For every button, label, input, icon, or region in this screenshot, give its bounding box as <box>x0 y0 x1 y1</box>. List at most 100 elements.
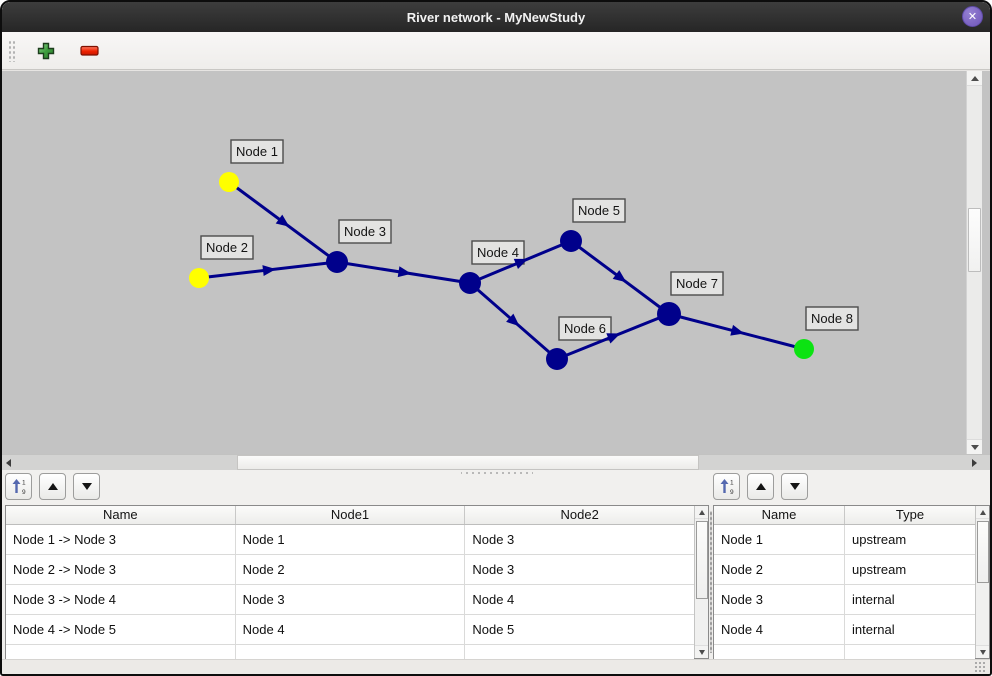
scroll-left-button[interactable] <box>2 455 14 470</box>
node-label[interactable]: Node 5 <box>572 198 626 223</box>
node-label[interactable]: Node 8 <box>805 306 859 331</box>
column-header[interactable]: Type <box>895 507 925 522</box>
node-label[interactable]: Node 7 <box>670 271 724 296</box>
vertical-scrollbar-thumb[interactable] <box>968 208 981 272</box>
pane-splitter-handle[interactable] <box>461 471 533 475</box>
nodes-move-down-button[interactable] <box>781 473 808 500</box>
nodes-table-scrollbar[interactable] <box>975 506 989 658</box>
table-cell[interactable]: Node 4 <box>472 592 515 607</box>
scroll-up-button[interactable] <box>976 506 989 519</box>
table-cell[interactable]: Node 2 -> Node 3 <box>6 555 236 584</box>
edge-arrow-icon <box>506 313 520 327</box>
network-node[interactable] <box>459 272 481 294</box>
titlebar[interactable]: River network - MyNewStudy ✕ <box>2 2 990 32</box>
node-label-text: Node 8 <box>811 311 853 326</box>
node-label-box <box>670 271 724 296</box>
links-table-scrollbar[interactable] <box>694 506 708 658</box>
main-toolbar <box>2 32 990 70</box>
network-node[interactable] <box>326 251 348 273</box>
network-node[interactable] <box>657 302 681 326</box>
edge-arrow-icon <box>612 270 627 283</box>
network-node[interactable] <box>189 268 209 288</box>
node-label[interactable]: Node 3 <box>338 219 392 244</box>
network-node[interactable] <box>546 348 568 370</box>
canvas-horizontal-scrollbar[interactable] <box>2 454 990 470</box>
node-label-box <box>338 219 392 244</box>
network-node[interactable] <box>794 339 814 359</box>
node-label[interactable]: Node 6 <box>558 316 612 341</box>
add-plus-icon <box>37 42 55 59</box>
scroll-right-button[interactable] <box>968 455 980 470</box>
scroll-down-button[interactable] <box>967 439 982 454</box>
node-label-text: Node 1 <box>236 144 278 159</box>
table-cell[interactable]: Node 2 <box>236 555 466 584</box>
table-cell[interactable]: Node 3 <box>714 585 845 614</box>
table-cell <box>714 645 845 659</box>
table-row-partial <box>714 645 975 659</box>
column-header[interactable]: Node2 <box>560 507 599 522</box>
links-move-up-button[interactable] <box>39 473 66 500</box>
links-sort-button[interactable]: 1 9 <box>5 473 32 500</box>
nodes-sort-button[interactable]: 1 9 <box>713 473 740 500</box>
table-cell[interactable]: Node 4 -> Node 5 <box>6 615 236 644</box>
move-up-icon <box>755 483 766 490</box>
resize-grip-icon[interactable] <box>974 661 987 672</box>
scroll-up-button[interactable] <box>695 506 708 519</box>
scroll-down-icon <box>698 649 705 655</box>
scrollbar-thumb[interactable] <box>695 521 708 599</box>
table-cell[interactable]: Node 5 <box>472 622 515 637</box>
table-row[interactable]: Node 1 upstream <box>714 525 975 555</box>
links-move-down-button[interactable] <box>73 473 100 500</box>
table-row[interactable]: Node 3 internal <box>714 585 975 615</box>
horizontal-scrollbar-thumb[interactable] <box>237 455 699 470</box>
table-cell[interactable]: upstream <box>852 562 907 577</box>
toolbar-drag-handle-icon[interactable] <box>8 39 16 62</box>
table-cell[interactable]: upstream <box>852 532 907 547</box>
edge-arrow-icon <box>397 266 412 278</box>
table-row[interactable]: Node 2 upstream <box>714 555 975 585</box>
scroll-down-button[interactable] <box>695 645 708 658</box>
table-cell[interactable]: Node 1 <box>714 525 845 554</box>
table-cell <box>236 645 466 659</box>
remove-button[interactable] <box>76 37 104 65</box>
table-cell[interactable]: Node 1 -> Node 3 <box>6 525 236 554</box>
column-header[interactable]: Name <box>714 506 845 524</box>
column-header[interactable]: Name <box>6 506 236 524</box>
scroll-up-button[interactable] <box>967 71 982 86</box>
table-cell[interactable]: Node 2 <box>714 555 845 584</box>
table-cell <box>6 645 236 659</box>
network-node[interactable] <box>219 172 239 192</box>
canvas-vertical-scrollbar[interactable] <box>966 71 982 454</box>
node-label[interactable]: Node 1 <box>230 139 284 164</box>
scrollbar-thumb[interactable] <box>976 521 989 583</box>
close-button[interactable]: ✕ <box>962 6 983 27</box>
tables-splitter-handle[interactable] <box>709 505 713 659</box>
table-cell[interactable]: Node 3 <box>472 532 515 547</box>
table-cell[interactable]: Node 3 <box>472 562 515 577</box>
table-cell[interactable]: Node 3 <box>236 585 466 614</box>
add-button[interactable] <box>32 37 60 65</box>
table-cell[interactable]: Node 4 <box>714 615 845 644</box>
table-cell[interactable]: Node 4 <box>236 615 466 644</box>
nodes-move-up-button[interactable] <box>747 473 774 500</box>
scroll-down-icon <box>979 649 986 655</box>
column-header[interactable]: Node1 <box>236 506 466 524</box>
scroll-down-button[interactable] <box>976 645 989 658</box>
node-label[interactable]: Node 4 <box>471 240 525 265</box>
table-row[interactable]: Node 4 internal <box>714 615 975 645</box>
network-node[interactable] <box>560 230 582 252</box>
node-label[interactable]: Node 2 <box>200 235 254 260</box>
table-cell[interactable]: internal <box>852 592 895 607</box>
table-cell[interactable]: Node 1 <box>236 525 466 554</box>
scroll-up-icon <box>970 75 979 81</box>
node-label-box <box>558 316 612 341</box>
table-cell[interactable]: Node 3 -> Node 4 <box>6 585 236 614</box>
table-cell[interactable]: internal <box>852 622 895 637</box>
network-canvas[interactable]: Node 1 Node 2 Node 3 Node 4 Node 5 Node 6 Node… <box>2 70 990 454</box>
